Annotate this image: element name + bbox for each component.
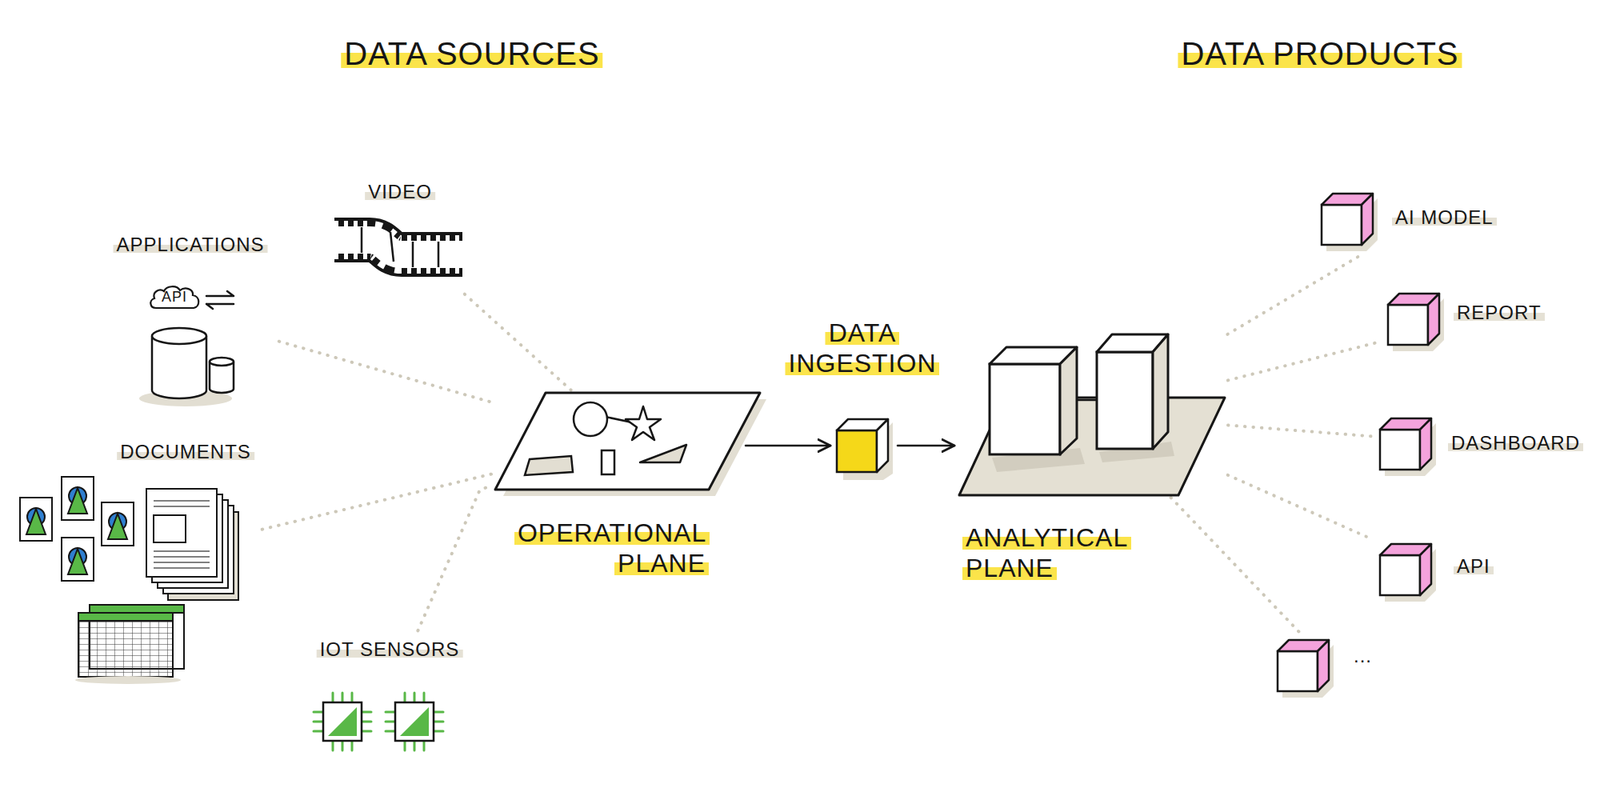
- product-label: AI MODEL: [1392, 206, 1497, 228]
- section-title-wrap: DATA SOURCES: [340, 35, 603, 73]
- document-stack: [146, 488, 239, 600]
- chip-pin: [332, 740, 335, 751]
- diagram-node: APPLICATIONS API: [108, 228, 276, 404]
- ingestion-label: DATA INGESTION: [784, 318, 940, 378]
- arrow-connector: [897, 444, 955, 448]
- product-label-wrap: REPORT: [1453, 301, 1545, 324]
- chip-pin: [351, 740, 354, 751]
- diagram-node: API: [1374, 539, 1511, 602]
- dotted-connector: [417, 485, 492, 631]
- diagram-node: REPORT: [1382, 288, 1550, 352]
- chip-pin: [313, 720, 324, 724]
- section-title: DATA PRODUCTS: [1177, 36, 1462, 72]
- chip-pin: [313, 711, 324, 714]
- diagram-node: AI MODEL: [1316, 188, 1524, 252]
- source-label: VIDEO: [364, 180, 436, 203]
- chip-pin: [404, 692, 407, 703]
- dotted-connector: [1171, 497, 1300, 633]
- dotted-connector: [464, 294, 572, 392]
- diagram-node: DATA INGESTION: [836, 418, 888, 475]
- chip-pin: [351, 692, 354, 703]
- diagram-node: ...: [1272, 635, 1392, 698]
- source-label-wrap: APPLICATIONS: [113, 233, 268, 256]
- chip-pin: [423, 740, 426, 751]
- cloud-shape: API: [148, 284, 201, 313]
- plane-label: OPERATIONAL PLANE: [514, 518, 710, 578]
- plane-label-wrap: ANALYTICAL PLANE: [962, 523, 1131, 584]
- diagram-node: ANALYTICAL PLANE: [959, 334, 1225, 496]
- chip-pin: [332, 692, 335, 703]
- chip-pin: [341, 692, 344, 703]
- source-label-wrap: DOCUMENTS: [116, 440, 255, 464]
- diagram-node: IOT SENSORS: [308, 633, 468, 765]
- operational-plane: [495, 392, 767, 496]
- chip-pin: [404, 740, 407, 751]
- chip-pin: [413, 740, 416, 751]
- analytical-plane: [959, 334, 1225, 496]
- chip-pin: [385, 711, 396, 714]
- diagram-node: DASHBOARD: [1374, 413, 1592, 476]
- api-cloud-label-wrap: API: [158, 288, 191, 306]
- chip-pin: [313, 730, 324, 733]
- chip-pin: [385, 720, 396, 724]
- dotted-connector: [1228, 341, 1380, 380]
- chip-pin: [433, 730, 444, 733]
- chip-pin: [433, 711, 444, 714]
- chip-pin: [361, 711, 372, 714]
- photo-cards: [20, 476, 134, 581]
- dotted-connector: [262, 473, 492, 529]
- product-label-wrap: ...: [1350, 644, 1376, 668]
- source-label: APPLICATIONS: [113, 233, 268, 256]
- ingestion-cube: [836, 419, 893, 480]
- chip-pin: [385, 730, 396, 733]
- chip-pin: [423, 692, 426, 703]
- product-label: ...: [1350, 644, 1376, 667]
- dotted-connector: [1227, 252, 1365, 335]
- chip-pin: [433, 720, 444, 724]
- dotted-connector: [1228, 475, 1372, 540]
- chip-pin: [341, 740, 344, 751]
- spreadsheet: [75, 604, 184, 684]
- diagram-node: DOCUMENTS: [14, 436, 260, 684]
- section-title: DATA SOURCES: [340, 36, 603, 72]
- product-label: API: [1453, 555, 1494, 577]
- product-label-wrap: AI MODEL: [1392, 206, 1497, 229]
- dotted-connector: [1228, 425, 1372, 437]
- api-cloud-label: API: [158, 288, 191, 305]
- arrow-connector: [745, 444, 831, 448]
- product-label: REPORT: [1453, 301, 1545, 324]
- chip-pin: [361, 720, 372, 724]
- product-cubes: [1277, 193, 1444, 698]
- diagram-node: OPERATIONAL PLANE: [495, 392, 760, 490]
- source-label: DOCUMENTS: [116, 440, 255, 463]
- plane-label-wrap: OPERATIONAL PLANE: [514, 518, 709, 580]
- source-label: IOT SENSORS: [316, 638, 464, 660]
- plane-label: ANALYTICAL PLANE: [962, 523, 1132, 583]
- dotted-connector: [279, 341, 492, 403]
- product-label-wrap: API: [1453, 555, 1494, 578]
- iot-chips: [313, 692, 444, 751]
- chip-pin: [361, 730, 372, 733]
- product-label-wrap: DASHBOARD: [1448, 432, 1584, 455]
- source-label-wrap: VIDEO: [364, 180, 436, 204]
- section-title-wrap: DATA PRODUCTS: [1177, 35, 1462, 73]
- cloud-path: [150, 286, 199, 308]
- diagram-node: VIDEO: [324, 176, 472, 292]
- source-label-wrap: IOT SENSORS: [316, 638, 464, 661]
- ingestion-label-wrap: DATA INGESTION: [784, 318, 940, 380]
- film-strip: [334, 227, 463, 268]
- product-label: DASHBOARD: [1448, 432, 1584, 454]
- chip-pin: [413, 692, 416, 703]
